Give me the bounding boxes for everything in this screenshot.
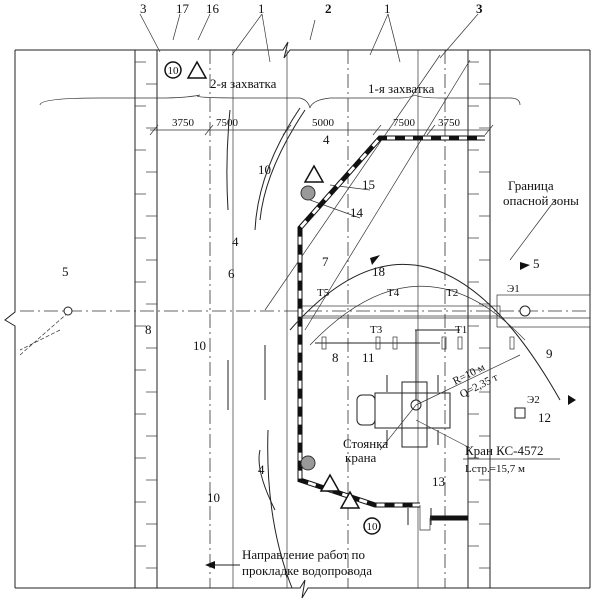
radius-line bbox=[415, 354, 521, 406]
well-left bbox=[63, 306, 73, 316]
point-t1: T1 bbox=[455, 324, 467, 336]
point-e2: Э2 bbox=[527, 394, 540, 406]
point-t4: T4 bbox=[387, 287, 400, 299]
gate bbox=[419, 505, 431, 531]
svg-text:1: 1 bbox=[258, 1, 265, 16]
dimension-values: 3750 7500 5000 7500 3750 bbox=[172, 117, 461, 129]
point-e1: Э1 bbox=[507, 283, 520, 295]
svg-text:1: 1 bbox=[384, 1, 391, 16]
svg-text:15: 15 bbox=[362, 177, 375, 192]
zone-braces bbox=[39, 94, 521, 109]
svg-text:4: 4 bbox=[258, 462, 265, 477]
svg-text:3750: 3750 bbox=[438, 117, 461, 129]
svg-text:3: 3 bbox=[140, 1, 147, 16]
zone-1-label: 1-я захватка bbox=[368, 81, 435, 96]
svg-text:12: 12 bbox=[538, 410, 551, 425]
electrode-e2 bbox=[514, 407, 526, 419]
svg-text:8: 8 bbox=[332, 350, 339, 365]
parking-leader bbox=[379, 404, 417, 451]
svg-text:5: 5 bbox=[533, 256, 540, 271]
svg-text:17: 17 bbox=[176, 1, 190, 16]
direction-label-1: Направление работ по bbox=[242, 547, 365, 562]
crane-parking-2: крана bbox=[345, 450, 377, 465]
flag-icon bbox=[568, 395, 576, 405]
svg-text:18: 18 bbox=[372, 264, 385, 279]
svg-text:8: 8 bbox=[145, 322, 152, 337]
flag-icon bbox=[520, 262, 530, 270]
no-entry-sign-icon bbox=[300, 185, 316, 201]
svg-text:10: 10 bbox=[207, 490, 220, 505]
flag-icon bbox=[370, 255, 380, 265]
pipe-supports bbox=[321, 336, 515, 350]
gate-arrows bbox=[407, 508, 432, 525]
arrow-head-icon bbox=[205, 561, 215, 569]
svg-text:10: 10 bbox=[193, 338, 206, 353]
svg-text:7500: 7500 bbox=[393, 117, 416, 129]
danger-zone-label-1: Граница bbox=[508, 178, 554, 193]
point-t5: T5 bbox=[317, 287, 330, 299]
crane-ks-4572 bbox=[356, 330, 451, 448]
svg-text:4: 4 bbox=[232, 234, 239, 249]
svg-text:10: 10 bbox=[258, 162, 271, 177]
well-right bbox=[519, 305, 531, 317]
crane-model: Кран КС-4572 bbox=[465, 443, 544, 458]
svg-text:10: 10 bbox=[168, 65, 180, 77]
warning-sign-icon bbox=[303, 164, 325, 183]
svg-text:16: 16 bbox=[206, 1, 220, 16]
traffic-arrows bbox=[226, 107, 306, 589]
speed-limit-sign: 10 bbox=[164, 61, 182, 79]
svg-text:7500: 7500 bbox=[216, 117, 239, 129]
pipeline-trench bbox=[19, 294, 591, 356]
crane-reach-arc bbox=[309, 285, 526, 346]
svg-text:14: 14 bbox=[350, 205, 364, 220]
fence bbox=[298, 136, 485, 507]
svg-text:7: 7 bbox=[322, 254, 329, 269]
svg-text:11: 11 bbox=[362, 350, 375, 365]
svg-text:5: 5 bbox=[62, 264, 69, 279]
direction-label-2: прокладке водопровода bbox=[242, 563, 372, 578]
warning-sign-icon bbox=[319, 473, 341, 492]
roadworks-sign-icon bbox=[339, 490, 361, 509]
danger-zone-boundary bbox=[289, 263, 561, 401]
crane-boom-length: Lстр.=15,7 м bbox=[465, 463, 525, 475]
svg-text:3750: 3750 bbox=[172, 117, 195, 129]
svg-text:9: 9 bbox=[546, 346, 553, 361]
fence-outline bbox=[297, 135, 485, 508]
sidewalk-right bbox=[467, 49, 491, 589]
sidewalk-left bbox=[134, 49, 158, 589]
point-t3: T3 bbox=[370, 324, 383, 336]
svg-text:6: 6 bbox=[228, 266, 235, 281]
svg-text:5000: 5000 bbox=[312, 117, 335, 129]
crane-parking-1: Стоянка bbox=[343, 436, 388, 451]
svg-text:10: 10 bbox=[367, 521, 379, 533]
no-entry-sign-icon bbox=[300, 455, 316, 471]
danger-zone-label-2: опасной зоны bbox=[503, 193, 579, 208]
svg-text:3: 3 bbox=[476, 1, 483, 16]
roadworks-sign-icon bbox=[186, 60, 208, 79]
crane-leader bbox=[415, 419, 471, 449]
site-boundary bbox=[4, 41, 591, 599]
speed-limit-sign: 10 bbox=[363, 517, 381, 535]
zone-2-label: 2-я захватка bbox=[210, 76, 277, 91]
callout-numbers: 3 17 16 1 2 1 3 4 15 14 10 5 7 18 5 6 4 … bbox=[62, 1, 553, 505]
point-t2: T2 bbox=[446, 287, 458, 299]
svg-text:2: 2 bbox=[325, 1, 332, 16]
svg-text:13: 13 bbox=[432, 474, 445, 489]
leader-lines bbox=[19, 13, 556, 351]
svg-text:4: 4 bbox=[323, 132, 330, 147]
